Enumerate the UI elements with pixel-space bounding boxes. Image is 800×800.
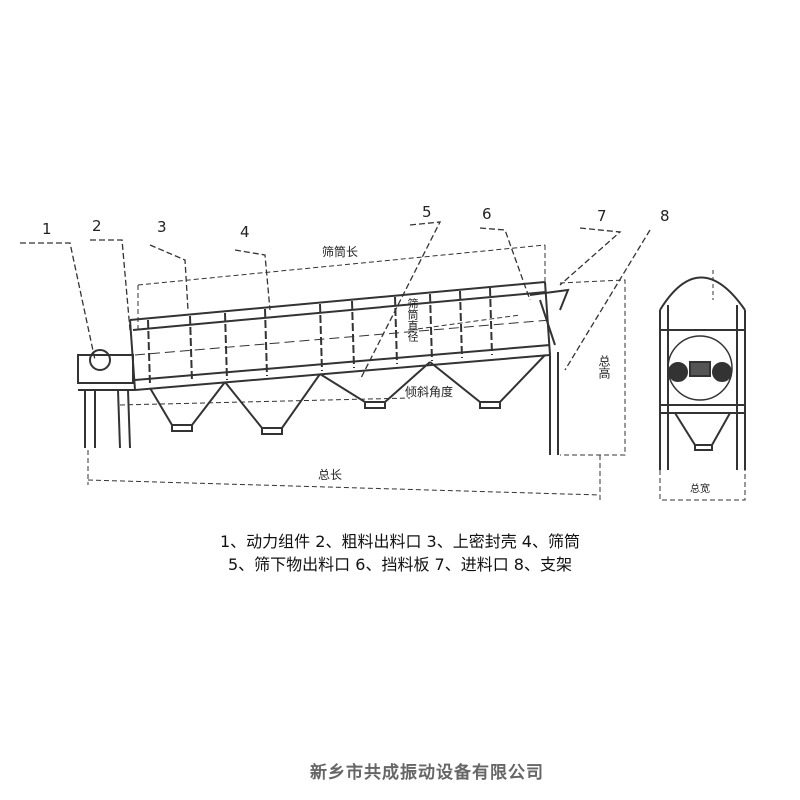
callout-5: 5	[422, 203, 432, 221]
callout-1: 1	[42, 220, 52, 238]
callout-8: 8	[660, 207, 670, 225]
company-watermark: 新乡市共成振动设备有限公司	[310, 763, 544, 783]
total-length-label: 总长	[318, 468, 343, 482]
screen-drum	[129, 281, 551, 391]
tilt-angle-label: 倾斜角度	[405, 385, 454, 399]
total-height-label: 总高	[597, 355, 611, 379]
callout-4: 4	[240, 223, 250, 241]
leader-lines	[20, 221, 651, 381]
callout-7: 7	[597, 207, 607, 225]
callout-6: 6	[482, 205, 492, 223]
callout-2: 2	[92, 217, 102, 235]
dimension-lines	[87, 244, 746, 501]
callout-3: 3	[157, 218, 167, 236]
legend-line-2: 5、筛下物出料口 6、挡料板 7、进料口 8、支架	[228, 555, 572, 574]
side-view	[659, 270, 746, 470]
drive-assembly	[77, 349, 135, 449]
legend-line-1: 1、动力组件 2、粗料出料口 3、上密封壳 4、筛筒	[220, 532, 580, 551]
drum-diameter-label: 筛筒直径	[406, 298, 419, 342]
discharge-hoppers	[149, 354, 546, 435]
total-width-label: 总宽	[690, 484, 710, 495]
support-frame	[529, 288, 570, 455]
drum-length-label: 筛筒长	[322, 245, 359, 259]
